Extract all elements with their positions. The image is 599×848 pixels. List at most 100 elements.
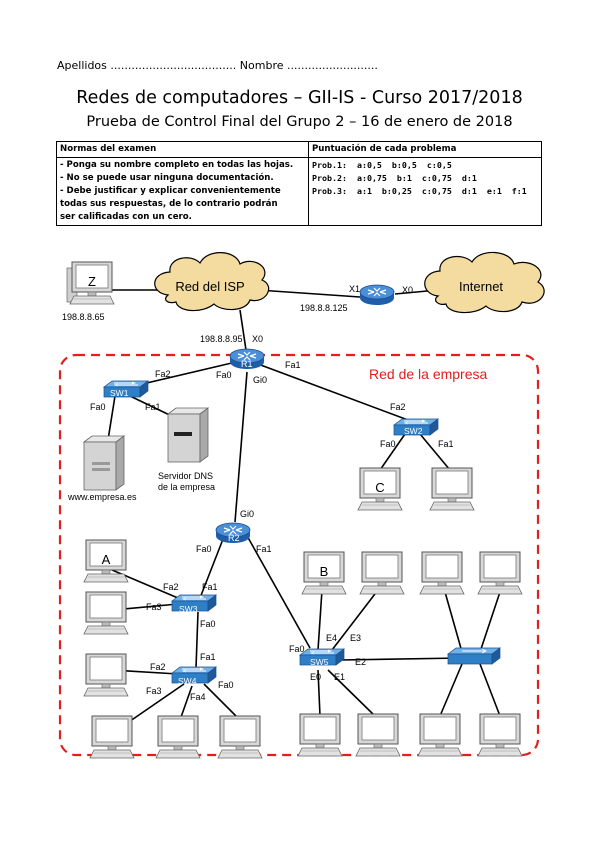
r1-fa1: Fa1 — [285, 360, 301, 370]
link-sw5-hub — [339, 657, 463, 661]
pc-icon — [155, 715, 201, 759]
rules-table: Normas del examen Puntuación de cada pro… — [56, 141, 542, 226]
score-item: Prob.1: a:0,5 b:0,5 c:0,5 — [312, 160, 452, 170]
rules-cell: - Ponga su nombre completo en todas las … — [56, 157, 309, 226]
link-sw2-pc — [419, 433, 451, 471]
pc-icon — [83, 653, 129, 697]
sw5-e2: E2 — [355, 657, 366, 667]
rule-item: - Debe justificar y explicar conveniente… — [60, 186, 281, 196]
sw5-label: SW5 — [310, 657, 329, 667]
link-r2-sw5 — [245, 533, 311, 649]
pc-icon — [359, 551, 405, 595]
link-r1-r2 — [234, 371, 248, 523]
switch-sw4: SW4 Fa1 Fa2 Fa3 Fa4 Fa0 — [146, 652, 234, 702]
sw1-fa2: Fa2 — [155, 369, 171, 379]
r-isp-label: R-ISP — [365, 305, 389, 315]
link-hub-pc2 — [479, 591, 501, 653]
link-sw2-c — [379, 433, 406, 471]
sw2-label: SW2 — [404, 426, 423, 436]
r1-gi0: Gi0 — [253, 375, 267, 385]
host-b: B — [301, 551, 347, 595]
pc-icon — [217, 715, 263, 759]
score-item: Prob.3: a:1 b:0,25 c:0,75 d:1 e:1 f:1 — [312, 186, 527, 196]
link-sw4-pc3 — [203, 683, 241, 721]
r-isp-ip: 198.8.8.125 — [300, 303, 348, 313]
sw3-fa0: Fa0 — [200, 619, 216, 629]
link-r1-sw2 — [257, 363, 409, 421]
name-header-line: Apellidos ..............................… — [57, 59, 378, 72]
pc-icon — [477, 713, 523, 757]
surname-label: Apellidos — [57, 59, 107, 72]
pc-icon — [429, 467, 475, 511]
pc-icon — [297, 713, 343, 757]
sw1-fa0: Fa0 — [90, 402, 106, 412]
host-a: A — [83, 539, 129, 583]
sw5-fa0: Fa0 — [289, 644, 305, 654]
host-c: C — [357, 467, 403, 511]
sw4-fa1: Fa1 — [200, 652, 216, 662]
r-isp-x0: X0 — [402, 285, 413, 295]
router-icon — [359, 284, 395, 306]
pc-icon — [89, 715, 135, 759]
sw3-fa2: Fa2 — [163, 582, 179, 592]
link-hub-pc3 — [439, 663, 463, 717]
link-sw5-pc-e0 — [317, 669, 321, 717]
r-isp-x1: X1 — [349, 284, 360, 294]
sw5-e4: E4 — [326, 633, 337, 643]
internet-cloud: Internet — [424, 251, 545, 314]
name-field[interactable]: .......................... — [287, 59, 378, 72]
host-z-ip: 198.8.8.65 — [62, 312, 105, 322]
exam-subtitle: Prueba de Control Final del Grupo 2 – 16… — [86, 114, 513, 130]
r1-label: R1 — [241, 359, 253, 369]
web-server: www.empresa.es — [67, 435, 137, 502]
link-r2-sw3 — [199, 533, 226, 599]
score-item: Prob.2: a:0,75 b:1 c:0,75 d:1 — [312, 173, 477, 183]
link-sw5-pc-e1 — [327, 669, 376, 717]
sw4-fa3: Fa3 — [146, 686, 162, 696]
sw4-fa4: Fa4 — [190, 692, 206, 702]
surname-field[interactable]: .................................... — [110, 59, 237, 72]
r2-fa1: Fa1 — [256, 544, 272, 554]
sw3-label: SW3 — [179, 604, 198, 614]
link-sw1-web — [107, 395, 116, 441]
r2-gi0: Gi0 — [240, 509, 254, 519]
exam-title: Redes de computadores – GII-IS - Curso 2… — [76, 88, 523, 108]
internet-cloud-label: Internet — [459, 279, 503, 294]
hub — [446, 647, 502, 665]
pc-icon — [419, 551, 465, 595]
r1-x0: X0 — [252, 334, 263, 344]
switch-sw5: SW5 Fa0 E4 E3 E2 E0 E1 — [289, 633, 366, 682]
host-z: Z 198.8.8.65 — [62, 261, 115, 322]
web-server-label: www.empresa.es — [67, 492, 137, 502]
sw3-fa3: Fa3 — [146, 602, 162, 612]
pc-icon — [417, 713, 463, 757]
rule-item: - Ponga su nombre completo en todas las … — [60, 160, 294, 170]
router-r1: R1 198.8.8.95 X0 Fa0 Fa1 Gi0 — [200, 334, 301, 385]
isp-cloud-label: Red del ISP — [175, 279, 244, 294]
scores-cell: Prob.1: a:0,5 b:0,5 c:0,5 Prob.2: a:0,75… — [308, 157, 542, 226]
host-c-label: C — [375, 480, 384, 495]
links — [107, 289, 501, 729]
pc-icon — [83, 591, 129, 635]
pc-icon — [355, 713, 401, 757]
switch-sw3: SW3 Fa1 Fa2 Fa3 Fa0 — [146, 582, 218, 629]
link-r1-sw1 — [133, 361, 237, 387]
sw3-fa1: Fa1 — [202, 582, 218, 592]
name-label: Nombre — [239, 59, 284, 72]
router-r-isp: R-ISP X1 X0 198.8.8.125 — [300, 284, 413, 315]
dns-label-2: de la empresa — [158, 482, 215, 492]
host-a-label: A — [102, 552, 111, 567]
link-isp-risp — [257, 289, 361, 298]
host-b-label: B — [320, 564, 329, 579]
dns-server: Servidor DNS de la empresa — [158, 407, 215, 492]
pc-icon — [477, 551, 523, 595]
company-area-border — [58, 353, 540, 757]
sw1-label: SW1 — [110, 388, 129, 398]
link-hub-pc4 — [479, 663, 501, 717]
rule-item: ser calificadas con un cero. — [60, 212, 192, 222]
sw2-fa0: Fa0 — [380, 439, 396, 449]
r2-label: R2 — [228, 533, 240, 543]
sw1-fa1: Fa1 — [145, 402, 161, 412]
switch-sw1: SW1 Fa2 Fa0 Fa1 — [90, 369, 171, 412]
